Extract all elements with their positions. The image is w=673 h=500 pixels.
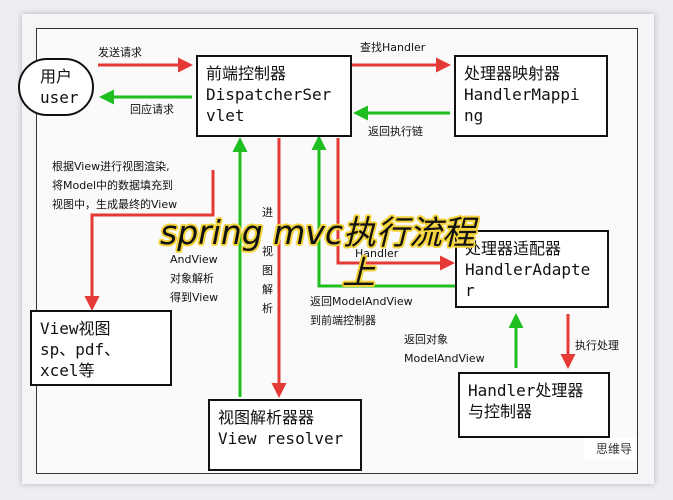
handler-mapping-box: 处理器映射器 HandlerMappi ng [454, 55, 608, 137]
arrow-adapter-to-dispatcher [311, 135, 455, 288]
label-respond-request: 回应请求 [130, 103, 174, 116]
label-return-obj-1: 返回对象 [404, 333, 448, 346]
label-handler: Handler [355, 247, 399, 260]
label-render-3: 视图中，生成最终的View [52, 198, 178, 211]
label-render-2: 将Model中的数据填充到 [52, 179, 174, 192]
label-render-1: 根据View进行视图渲染, [52, 160, 170, 173]
label-return-mav-1: 返回ModelAndView [310, 295, 413, 308]
label-send-request: 发送请求 [98, 46, 142, 59]
label-model-view-3: 得到View [170, 291, 219, 304]
vertical-label-char: 解 [262, 283, 273, 296]
vertical-label-char: 图 [262, 264, 273, 277]
label-model-view-2: 对象解析 [170, 272, 214, 285]
vertical-label-char: 析 [262, 302, 273, 315]
dispatcher-servlet-box: 前端控制器 DispatcherSer vlet [196, 55, 352, 137]
label-return-mav-2: 到前端控制器 [310, 314, 376, 327]
view-resolver-box: 视图解析器器 View resolver [208, 399, 362, 471]
user-ellipse: 用户 user [18, 58, 94, 116]
label-return-obj-2: ModelAndView [404, 352, 485, 365]
label-model-view-1: AndView [170, 253, 218, 266]
vertical-label-char: 视 [262, 245, 273, 258]
label-lookup-handler: 查找Handler [360, 41, 426, 54]
watermark: 思维导 [584, 438, 636, 460]
handler-controller-box: Handler处理器 与控制器 [458, 372, 610, 438]
view-box: View视图 sp、pdf、 xcel等 [30, 310, 172, 386]
title-line-1: spring mvc执行流程 [160, 213, 476, 252]
title-line-2: 上 [342, 253, 375, 292]
vertical-label-char: 进 [262, 206, 273, 219]
arrow-dispatcher-to-adapter [336, 138, 455, 271]
arrow-render [84, 170, 215, 311]
handler-adapter-box: 处理器适配器 HandlerAdapte r [455, 230, 609, 308]
label-return-chain: 返回执行链 [368, 125, 423, 138]
label-execute: 执行处理 [575, 339, 619, 352]
